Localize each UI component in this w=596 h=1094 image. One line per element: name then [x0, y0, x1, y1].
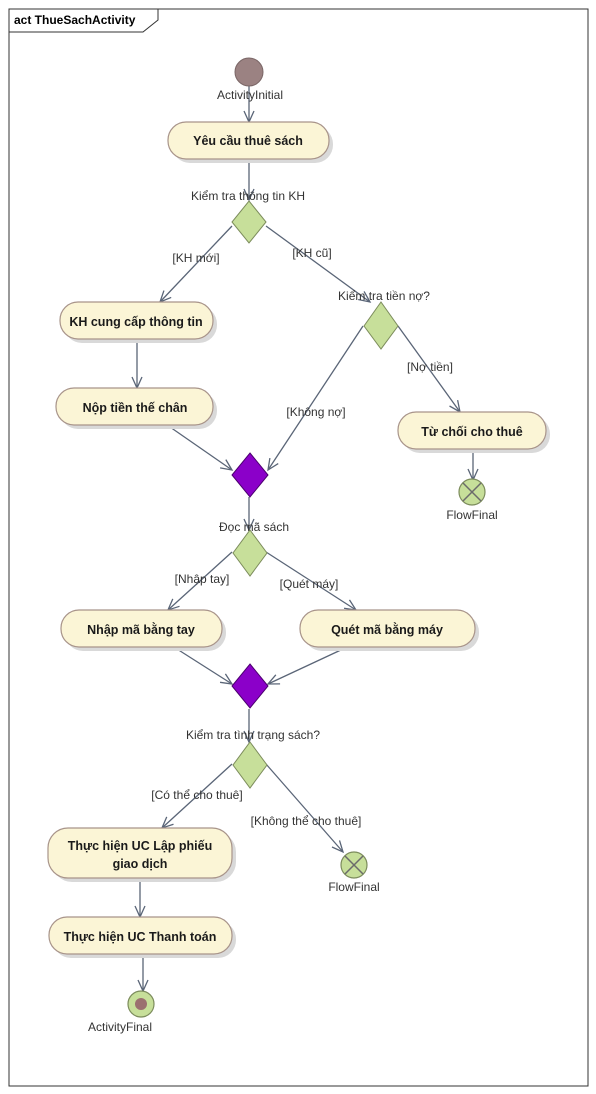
- guard-scan: [Quét máy]: [280, 577, 339, 591]
- decision-check-book-label: Kiểm tra tình trạng sách?: [186, 728, 320, 742]
- control-flows: [131, 86, 479, 993]
- flow-scan: [265, 551, 358, 611]
- decision-read-code: [232, 529, 268, 577]
- activity-initial-label: ActivityInitial: [217, 88, 283, 102]
- action-create-ticket: Thực hiện UC Lập phiếu giao dịch: [47, 827, 236, 882]
- decision-check-kh-label: Kiểm tra thông tin KH: [191, 189, 305, 203]
- frame-title: act ThueSachActivity: [14, 13, 136, 27]
- flow-final-1-label: FlowFinal: [446, 508, 497, 522]
- flow-final-2-label: FlowFinal: [328, 880, 379, 894]
- flow-kh-old: [265, 225, 372, 303]
- action-reject-rental: Từ chối cho thuê: [397, 411, 550, 453]
- action-scan-code-label: Quét mã bằng máy: [331, 622, 443, 637]
- diagram-frame: [8, 8, 589, 1087]
- action-manual-entry-label: Nhập mã bằng tay: [87, 622, 195, 637]
- action-provide-info-label: KH cung cấp thông tin: [69, 315, 202, 329]
- action-request-book-label: Yêu cầu thuê sách: [193, 134, 303, 148]
- guard-no-debt: [Không nợ]: [286, 405, 345, 419]
- guard-kh-old: [KH cũ]: [292, 246, 331, 260]
- activity-final-label: ActivityFinal: [88, 1020, 152, 1034]
- action-payment-label: Thực hiện UC Thanh toán: [64, 930, 217, 944]
- action-scan-code: Quét mã bằng máy: [299, 609, 479, 651]
- flow-no-debt: [267, 325, 364, 472]
- action-provide-info: KH cung cấp thông tin: [59, 301, 217, 343]
- flow-final-node-2: [340, 851, 368, 879]
- decision-check-debt-label: Kiểm tra tiền nợ?: [338, 289, 430, 303]
- action-reject-rental-label: Từ chối cho thuê: [421, 425, 522, 439]
- activity-initial-node: [234, 57, 264, 87]
- guard-can-rent: [Có thể cho thuê]: [151, 788, 242, 802]
- flow-manual: [166, 551, 233, 612]
- guard-has-debt: [Nợ tiền]: [407, 360, 453, 374]
- flow-deposit-to-merge: [169, 426, 234, 471]
- action-create-ticket-label-1: Thực hiện UC Lập phiếu: [68, 839, 212, 853]
- action-pay-deposit-label: Nộp tiền thế chân: [83, 401, 188, 415]
- flow-cannot-rent: [265, 763, 345, 854]
- merge-node-2: [231, 663, 269, 709]
- action-pay-deposit: Nộp tiền thế chân: [55, 387, 217, 429]
- flow-manual-to-merge: [176, 648, 234, 685]
- frame-tab: [9, 9, 159, 33]
- flow-scan-to-merge: [266, 648, 344, 685]
- activity-final-node: [127, 990, 155, 1018]
- flow-has-debt: [397, 325, 461, 414]
- action-create-ticket-label-2: giao dịch: [113, 857, 168, 871]
- guard-kh-new: [KH mới]: [172, 251, 219, 265]
- flow-kh-new: [158, 225, 233, 304]
- decision-check-kh: [231, 200, 267, 244]
- action-payment: Thực hiện UC Thanh toán: [48, 916, 236, 958]
- decision-check-book: [232, 741, 268, 789]
- merge-node-1: [231, 452, 269, 498]
- flow-can-rent: [160, 763, 233, 830]
- action-manual-entry: Nhập mã bằng tay: [60, 609, 226, 651]
- action-request-book: Yêu cầu thuê sách: [167, 121, 333, 163]
- guard-cannot-rent: [Không thể cho thuê]: [251, 814, 362, 828]
- guard-manual: [Nhập tay]: [175, 572, 230, 586]
- decision-read-code-label: Đọc mã sách: [219, 520, 289, 534]
- decision-check-debt: [363, 301, 399, 350]
- flow-final-node-1: [458, 478, 486, 506]
